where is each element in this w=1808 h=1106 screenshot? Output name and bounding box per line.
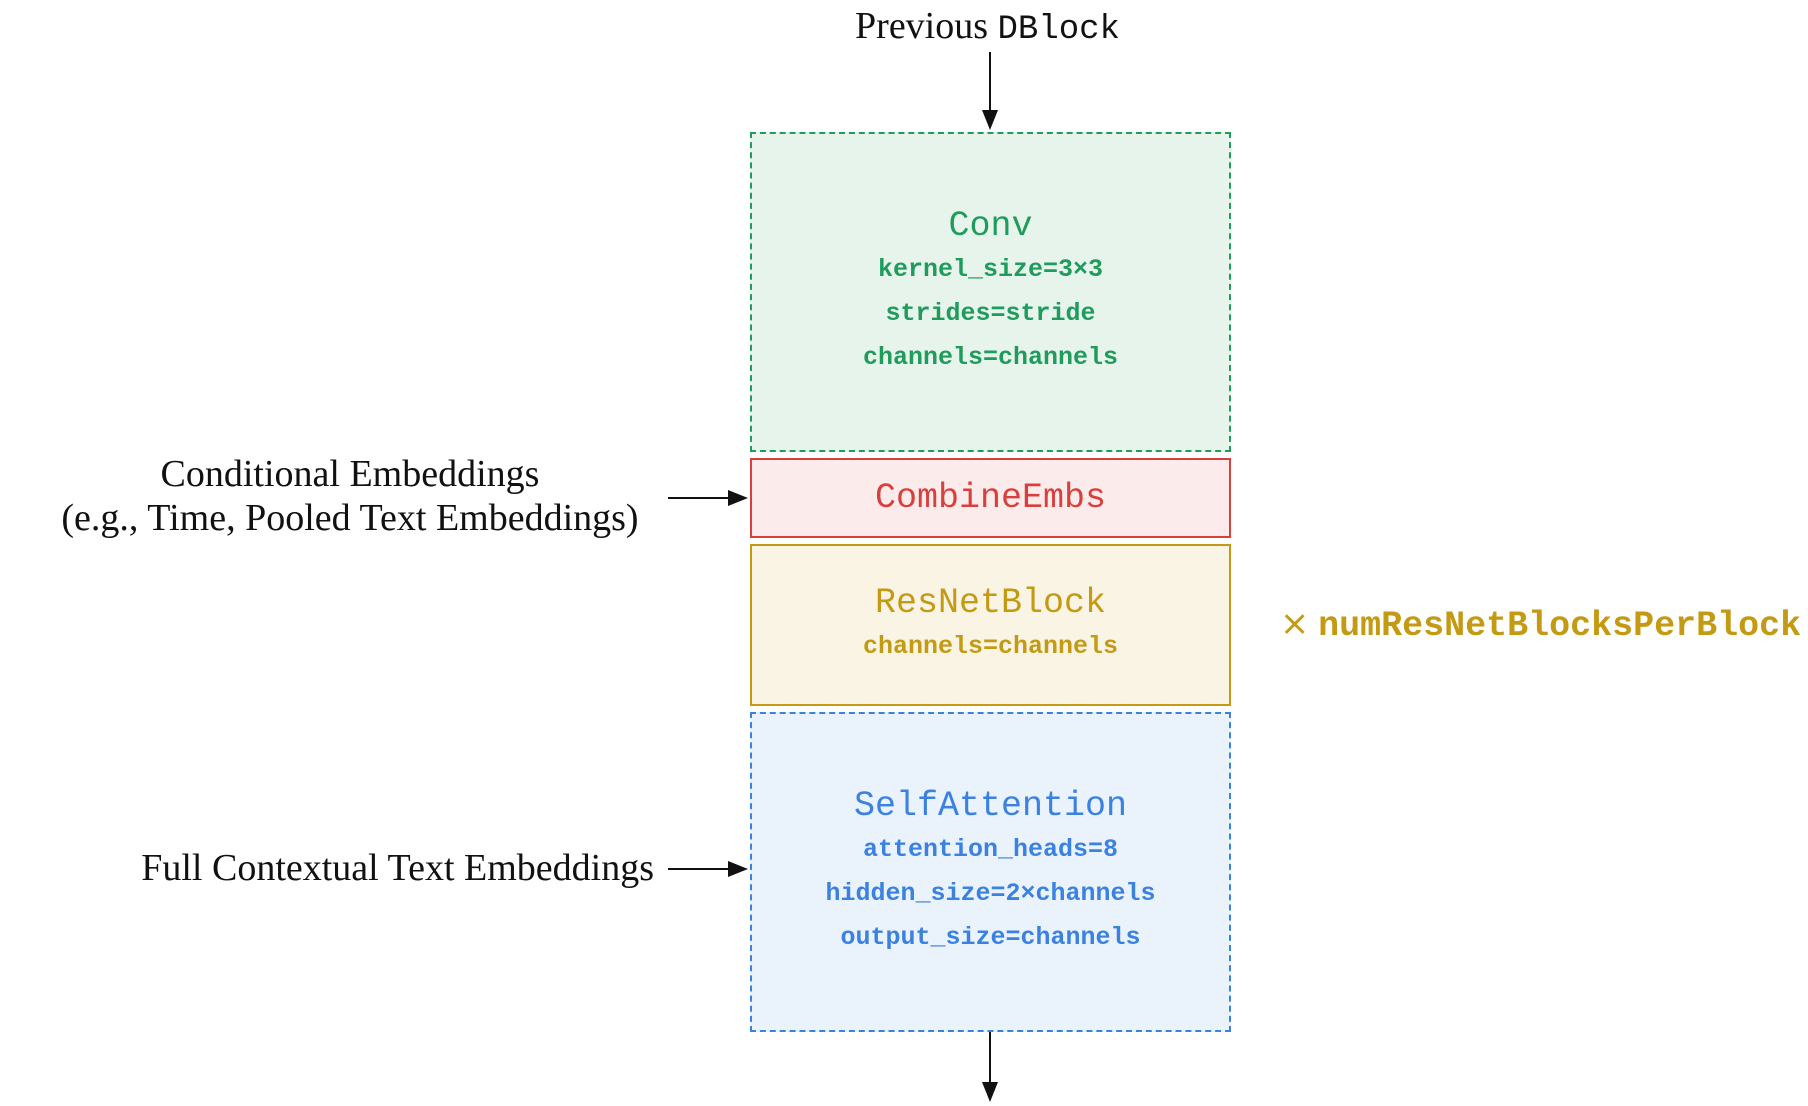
conditional-embeddings-label: Conditional Embeddings (e.g., Time, Pool… (40, 452, 660, 540)
input-arrow-head (982, 110, 998, 130)
conv-block: Conv kernel_size=3×3 strides=stride chan… (750, 132, 1231, 452)
conditional-arrow-shaft (668, 497, 730, 499)
attention-param-output-size: output_size=channels (840, 923, 1141, 952)
conv-param-kernel-size: kernel_size=3×3 (877, 255, 1104, 284)
times-symbol: × (1280, 604, 1310, 644)
attention-param-hidden-size: hidden_size=2×channels (825, 879, 1156, 908)
repeat-count-name: numResNetBlocksPerBlock (1318, 606, 1802, 646)
combine-embs-title: CombineEmbs (874, 478, 1107, 518)
self-attention-title: SelfAttention (853, 786, 1128, 826)
input-arrow-shaft (989, 52, 991, 112)
output-arrow-shaft (989, 1032, 991, 1084)
resnet-param-channels: channels=channels (862, 632, 1119, 661)
dblock-code: DBlock (997, 11, 1120, 49)
contextual-text-embeddings-label: Full Contextual Text Embeddings (141, 847, 654, 889)
attention-param-heads: attention_heads=8 (862, 835, 1119, 864)
conv-param-strides: strides=stride (885, 299, 1096, 328)
conv-title: Conv (948, 206, 1033, 246)
output-arrow-head (982, 1082, 998, 1102)
combine-embs-block: CombineEmbs (750, 458, 1231, 538)
contextual-arrow-head (728, 861, 748, 877)
conditional-embeddings-line1: Conditional Embeddings (160, 453, 540, 495)
conditional-arrow-head (728, 490, 748, 506)
contextual-arrow-shaft (668, 868, 730, 870)
previous-prefix: Previous (855, 5, 998, 47)
self-attention-block: SelfAttention attention_heads=8 hidden_s… (750, 712, 1231, 1032)
previous-dblock-label: Previous DBlock (0, 4, 1808, 52)
conv-param-channels: channels=channels (862, 343, 1119, 372)
resnet-repeat-annotation: × numResNetBlocksPerBlock (1280, 602, 1801, 648)
conditional-embeddings-line2: (e.g., Time, Pooled Text Embeddings) (61, 497, 639, 539)
resnet-block: ResNetBlock channels=channels (750, 544, 1231, 706)
resnet-title: ResNetBlock (874, 583, 1107, 623)
